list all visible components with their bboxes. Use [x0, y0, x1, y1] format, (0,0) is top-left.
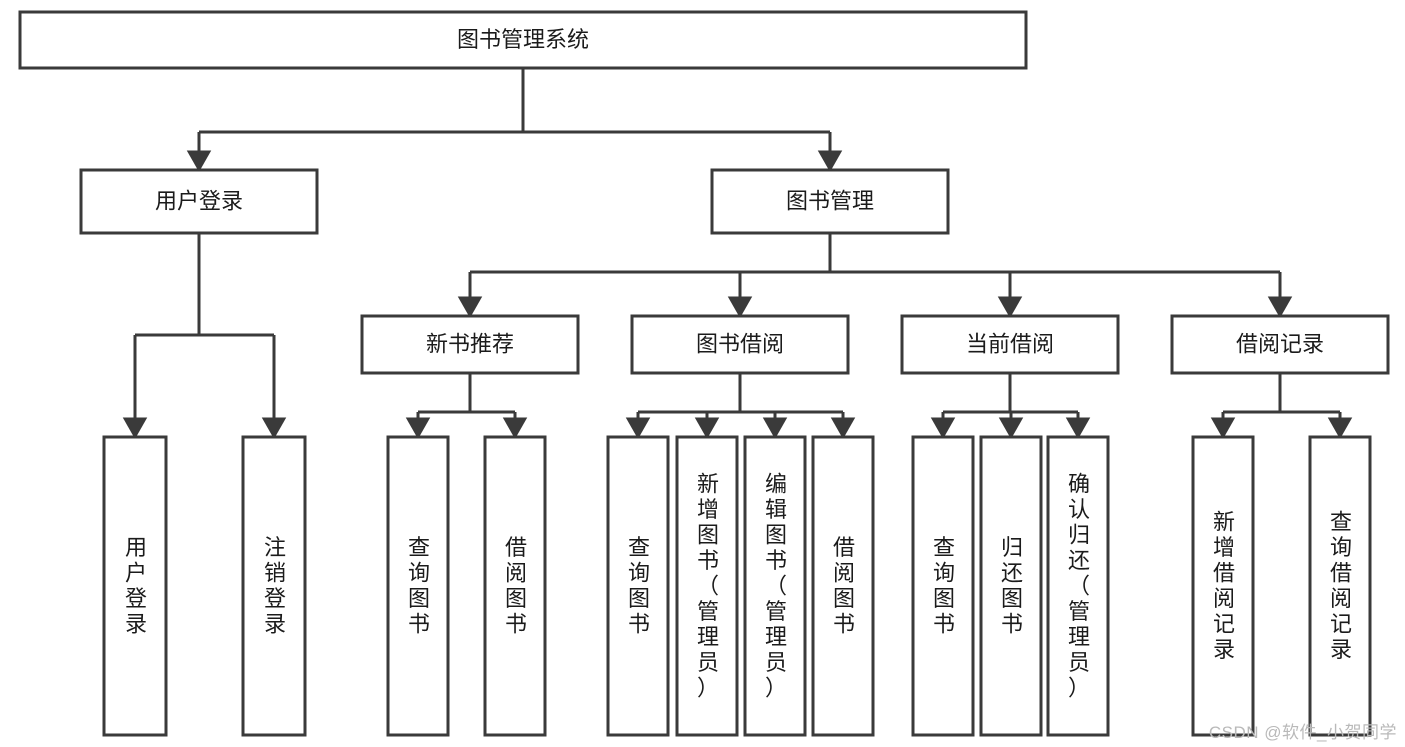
node-leaf-edit-book[interactable]: 编辑图书（管理员）	[743, 435, 807, 737]
node-label: 查询图书	[408, 535, 430, 637]
node-new-book-recommend[interactable]: 新书推荐	[360, 314, 580, 375]
node-label: 查询图书	[628, 535, 650, 637]
node-leaf-query-book-1[interactable]: 查询图书	[386, 435, 450, 737]
node-book-borrow[interactable]: 图书借阅	[630, 314, 850, 375]
node-label: 查询借阅记录	[1330, 510, 1352, 663]
node-label: 图书管理	[786, 188, 874, 213]
node-leaf-query-record[interactable]: 查询借阅记录	[1308, 435, 1372, 737]
node-label: 借阅图书	[505, 535, 527, 637]
node-label: 借阅记录	[1236, 331, 1324, 356]
node-leaf-add-book[interactable]: 新增图书（管理员）	[675, 435, 739, 737]
node-borrow-record[interactable]: 借阅记录	[1170, 314, 1390, 375]
node-user-login[interactable]: 用户登录	[79, 168, 319, 235]
node-label: 新书推荐	[426, 331, 514, 356]
node-label: 新增借阅记录	[1213, 510, 1235, 663]
node-label: 用户登录	[155, 188, 243, 213]
node-leaf-return-book[interactable]: 归还图书	[979, 435, 1043, 737]
node-label: 归还图书	[1001, 535, 1023, 637]
node-label: 编辑图书（管理员）	[765, 471, 787, 700]
node-leaf-confirm-return[interactable]: 确认归还（管理员）	[1046, 435, 1110, 737]
node-leaf-user-login[interactable]: 用户登录	[102, 435, 168, 737]
node-label: 新增图书（管理员）	[697, 471, 719, 700]
node-leaf-borrow-book-2[interactable]: 借阅图书	[811, 435, 875, 737]
node-label: 注销登录	[264, 535, 286, 637]
node-label: 图书管理系统	[457, 27, 589, 52]
node-label: 查询图书	[933, 535, 955, 637]
node-current-borrow[interactable]: 当前借阅	[900, 314, 1120, 375]
node-leaf-query-book-2[interactable]: 查询图书	[606, 435, 670, 737]
connector-edges	[122, 68, 1353, 440]
node-label: 图书借阅	[696, 331, 784, 356]
node-label: 借阅图书	[833, 535, 855, 637]
node-leaf-query-book-3[interactable]: 查询图书	[911, 435, 975, 737]
node-title-system[interactable]: 图书管理系统	[18, 10, 1028, 70]
node-leaf-logout[interactable]: 注销登录	[241, 435, 307, 737]
diagram-nodes: 图书管理系统用户登录图书管理新书推荐图书借阅当前借阅借阅记录用户登录注销登录查询…	[18, 10, 1390, 737]
node-label: 确认归还（管理员）	[1068, 471, 1090, 700]
node-leaf-add-record[interactable]: 新增借阅记录	[1191, 435, 1255, 737]
node-label: 当前借阅	[966, 331, 1054, 356]
node-leaf-borrow-book-1[interactable]: 借阅图书	[483, 435, 547, 737]
watermark-label: CSDN @软件_小贺同学	[1208, 723, 1397, 742]
node-book-manage[interactable]: 图书管理	[710, 168, 950, 235]
node-label: 用户登录	[125, 535, 147, 637]
